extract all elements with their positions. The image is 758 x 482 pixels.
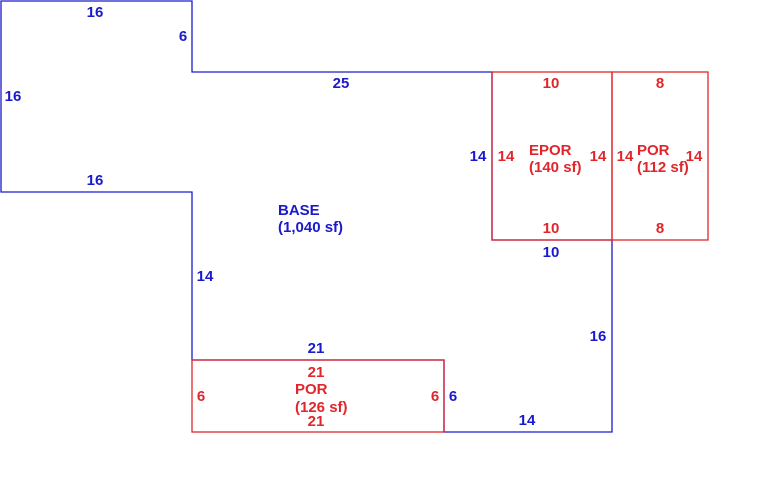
epor-label: EPOR	[529, 142, 572, 159]
por-bottom-outline	[191, 359, 445, 433]
por-bottom-area: (126 sf)	[295, 399, 348, 416]
base-dim-bottom-right: 14	[519, 412, 536, 429]
por-bottom-dim-bottom: 21	[308, 413, 325, 430]
base-dim-por-right: 6	[449, 388, 457, 405]
por-right-outline	[611, 71, 709, 241]
base-dim-lower-left: 14	[197, 268, 214, 285]
por-bottom-dim-left: 6	[197, 388, 205, 405]
epor-dim-left: 14	[498, 148, 515, 165]
base-dim-left-side: 16	[5, 88, 22, 105]
por-right-area: (112 sf)	[637, 159, 689, 176]
base-label: BASE	[278, 202, 320, 219]
por-bottom-dim-top: 21	[308, 364, 325, 381]
base-outline	[0, 0, 613, 433]
base-dim-por-top: 21	[308, 340, 325, 357]
base-dim-top-middle: 25	[333, 75, 350, 92]
epor-dim-top: 10	[543, 75, 560, 92]
base-area: (1,040 sf)	[278, 219, 343, 236]
por-bottom-label: POR	[295, 381, 328, 398]
base-dim-top-left: 16	[87, 4, 104, 21]
epor-area: (140 sf)	[529, 159, 582, 176]
base-dim-left-bottom: 16	[87, 172, 104, 189]
epor-dim-right: 14	[590, 148, 607, 165]
base-dim-right-side: 16	[590, 328, 607, 345]
base-dim-epor-bottom: 10	[543, 244, 560, 261]
epor-dim-bottom: 10	[543, 220, 560, 237]
por-right-dim-right: 14	[686, 148, 703, 165]
por-right-dim-left: 14	[617, 148, 634, 165]
por-bottom-dim-right: 6	[431, 388, 439, 405]
por-right-label: POR	[637, 142, 670, 159]
por-right-dim-top: 8	[656, 75, 664, 92]
por-right-dim-bottom: 8	[656, 220, 664, 237]
base-dim-epor-side: 14	[470, 148, 487, 165]
base-dim-left-step: 6	[179, 28, 187, 45]
